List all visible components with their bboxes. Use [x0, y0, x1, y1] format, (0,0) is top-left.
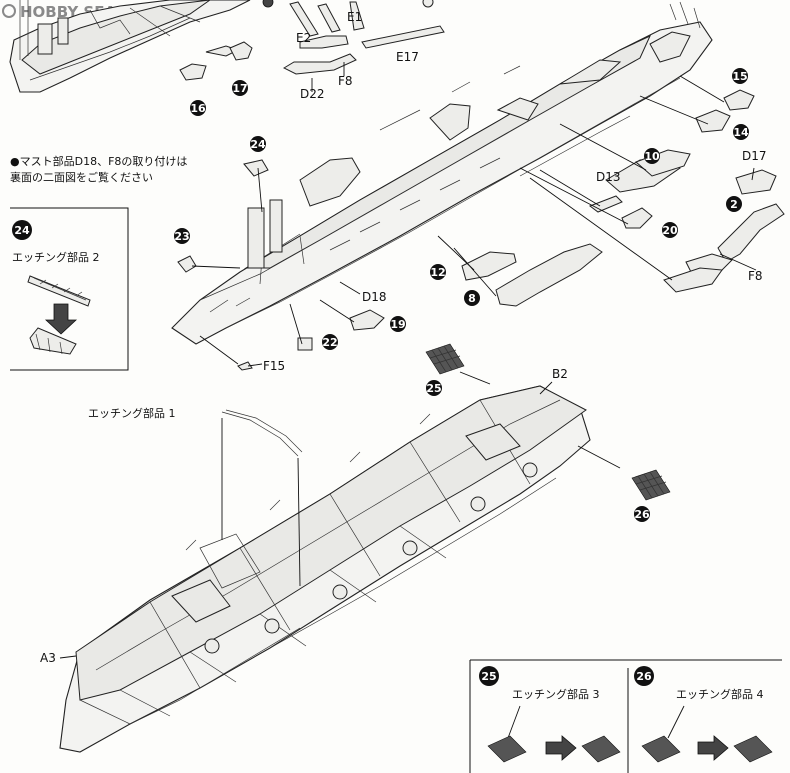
svg-text:14: 14: [733, 126, 749, 139]
top-left-hull: [9, 0, 251, 93]
step-badge-17: 17: [232, 80, 248, 96]
step-badge-2: 2: [726, 196, 742, 212]
svg-text:26: 26: [634, 508, 650, 521]
label-A3: A3: [40, 651, 56, 665]
step-badge-19: 19: [390, 316, 406, 332]
step-badge-16: 16: [190, 100, 206, 116]
etching-1-label: エッチング部品 1: [88, 406, 176, 420]
note-line-1: ●マスト部品D18、F8の取り付けは: [10, 154, 187, 168]
etching-grids: [425, 343, 671, 501]
step-badge-22: 22: [322, 334, 338, 350]
step-badge-20: 20: [662, 222, 678, 238]
svg-text:19: 19: [390, 318, 405, 331]
note-line-2: 裏面の二面図をご覧ください: [10, 170, 153, 184]
step-badge-23: 23: [174, 228, 190, 244]
lower-hull: [59, 385, 591, 753]
etching-2-box: エッチング部品 2: [10, 207, 129, 371]
step-badge-25: 25: [426, 380, 442, 396]
label-D22: D22: [300, 87, 325, 101]
label-F8-mid: F8: [748, 269, 763, 283]
label-E2: E2: [296, 31, 311, 45]
label-F15: F15: [263, 359, 285, 373]
label-D18: D18: [362, 290, 387, 304]
svg-text:25: 25: [426, 382, 441, 395]
svg-text:8: 8: [468, 292, 476, 305]
svg-text:12: 12: [430, 266, 445, 279]
svg-text:20: 20: [662, 224, 678, 237]
step-badge-25-box: 25: [479, 666, 499, 686]
label-B2: B2: [552, 367, 568, 381]
etching-1-part: [221, 409, 303, 587]
step-badge-8: 8: [464, 290, 480, 306]
svg-text:10: 10: [644, 150, 660, 163]
step-badge-10: 10: [644, 148, 660, 164]
svg-text:2: 2: [730, 198, 738, 211]
label-E1: E1: [347, 10, 362, 24]
step-badge-26-box: 26: [634, 666, 654, 686]
label-F8-top: F8: [338, 74, 353, 88]
svg-text:15: 15: [732, 70, 747, 83]
svg-text:24: 24: [14, 224, 30, 237]
etching-3-label: エッチング部品 3: [512, 687, 600, 701]
etching-3-4-box: エッチング部品 3 エッチング部品 4: [469, 659, 782, 773]
svg-text:22: 22: [322, 336, 337, 349]
upper-leaders: [191, 75, 757, 367]
step-badge-12: 12: [430, 264, 446, 280]
step-badge-15: 15: [732, 68, 748, 84]
step-badge-24-box: 24: [12, 220, 32, 240]
svg-text:17: 17: [232, 82, 247, 95]
label-D17: D17: [742, 149, 767, 163]
svg-text:25: 25: [481, 670, 496, 683]
upper-hull: [171, 1, 713, 345]
etching-4-label: エッチング部品 4: [676, 687, 764, 701]
step-badge-24: 24: [250, 136, 266, 152]
etching-2-label: エッチング部品 2: [12, 250, 100, 264]
label-D13: D13: [596, 170, 621, 184]
step-badge-26: 26: [634, 506, 650, 522]
label-E17: E17: [396, 50, 419, 64]
step-badge-14: 14: [733, 124, 749, 140]
svg-text:23: 23: [174, 230, 189, 243]
part-group-top: [179, 0, 445, 81]
svg-text:26: 26: [636, 670, 652, 683]
upper-hull-parts: [177, 89, 785, 371]
svg-text:16: 16: [190, 102, 206, 115]
svg-text:24: 24: [250, 138, 266, 151]
